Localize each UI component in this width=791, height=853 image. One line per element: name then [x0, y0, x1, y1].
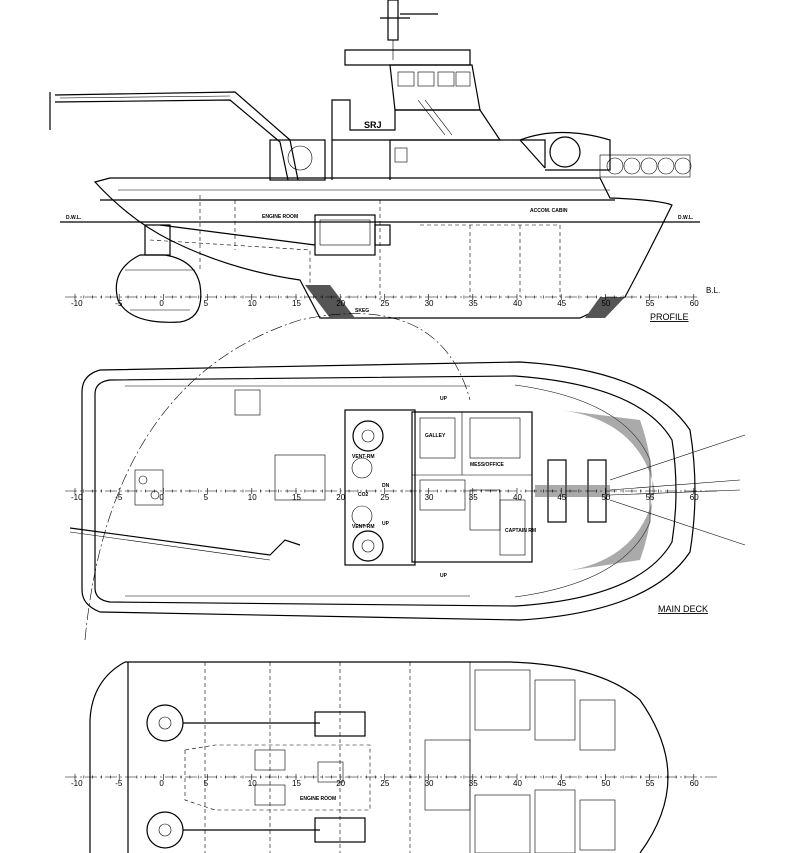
vent-room-stbd-label: VENT-RM — [352, 524, 375, 530]
profile-frame-label: 55 — [646, 299, 655, 308]
vent-room-port-label: VENT-RM — [352, 454, 375, 460]
lower-deck-frame-label: 20 — [336, 779, 345, 788]
engine-room-label: ENGINE ROOM — [262, 214, 298, 220]
accommodation-label: ACCOM. CABIN — [530, 208, 568, 214]
main-deck-frame-label: 5 — [204, 493, 209, 502]
lower-deck-frame-label: 15 — [292, 779, 301, 788]
main-deck-frame-label: 10 — [248, 493, 257, 502]
main-deck-frame-scale: -10 -5 0 5 10 15 20 25 30 35 40 45 50 55 60 — [71, 488, 699, 502]
lower-deck-frame-label: -5 — [115, 779, 123, 788]
azimuth-thruster — [115, 224, 202, 323]
galley-label: GALLEY — [425, 433, 446, 439]
lower-deck-frame-label: 35 — [469, 779, 478, 788]
lower-deck-frame-label: 30 — [425, 779, 434, 788]
main-deck-title: MAIN DECK — [658, 604, 708, 614]
main-engine-port — [314, 711, 366, 737]
profile-view: -10 -5 0 5 10 15 20 25 30 35 40 45 50 55 60 D.W.L. D.W… — [49, 0, 720, 323]
lower-deck-view: -10 -5 0 5 10 15 20 25 30 35 40 45 50 55 60 ENGINE ROO… — [65, 661, 720, 853]
profile-frame-label: 40 — [513, 299, 522, 308]
lower-deck-frame-label: 0 — [159, 779, 164, 788]
profile-hull — [93, 177, 673, 319]
mess-room-label: MESS/OFFICE — [470, 462, 505, 468]
lower-engine-room-label: ENGINE ROOM — [300, 796, 336, 802]
profile-frame-label: -10 — [71, 299, 83, 308]
profile-frame-label: 30 — [425, 299, 434, 308]
lower-deck-frame-label: 60 — [690, 779, 699, 788]
main-deck-frame-label: 35 — [469, 493, 478, 502]
lower-deck-frame-label: 10 — [248, 779, 257, 788]
profile-frame-label: 0 — [159, 299, 164, 308]
skeg-label: SKEG — [355, 308, 369, 314]
deckhouse — [411, 411, 533, 563]
captain-room-label: CAPTAIN RM — [505, 528, 536, 534]
profile-frame-label: 45 — [557, 299, 566, 308]
main-engine-stbd — [314, 817, 366, 843]
main-deck-hull-outline — [81, 361, 696, 621]
superstructure — [331, 49, 546, 180]
stair-up-port-label: UP — [440, 396, 448, 402]
main-deck-frame-label: 30 — [425, 493, 434, 502]
dwl-label-fwd: D.W.L. — [678, 215, 694, 221]
lower-deck-frame-label: 45 — [557, 779, 566, 788]
co2-room-label: CO2 — [358, 492, 369, 498]
stair-up-label: UP — [382, 521, 390, 527]
stair-up-stbd-label: UP — [440, 573, 448, 579]
lower-deck-frame-label: 5 — [204, 779, 209, 788]
profile-frame-label: 10 — [248, 299, 257, 308]
profile-frame-label: 35 — [469, 299, 478, 308]
main-engine-profile — [159, 214, 391, 256]
main-deck-frame-label: 25 — [380, 493, 389, 502]
main-deck-frame-label: 20 — [336, 493, 345, 502]
lower-deck-frame-scale: -10 -5 0 5 10 15 20 25 30 35 40 45 50 55 60 — [71, 774, 699, 788]
lower-deck-frame-label: 50 — [601, 779, 610, 788]
main-deck-frame-label: 40 — [513, 493, 522, 502]
engine-casing — [344, 409, 416, 566]
main-deck-frame-label: 15 — [292, 493, 301, 502]
main-deck-frame-label: 60 — [690, 493, 699, 502]
deck-crane — [49, 91, 326, 181]
stair-down-label: DN — [382, 483, 390, 489]
main-deck-frame-label: 45 — [557, 493, 566, 502]
profile-frame-label: 25 — [380, 299, 389, 308]
crane-swing-radius — [84, 313, 471, 641]
dwl-label-aft: D.W.L. — [66, 215, 82, 221]
main-deck-view: -10 -5 0 5 10 15 20 25 30 35 40 45 50 55 60 GALLEY VEN… — [65, 361, 746, 621]
profile-frame-label: 60 — [690, 299, 699, 308]
main-deck-frame-label: 55 — [646, 493, 655, 502]
profile-title: PROFILE — [650, 312, 689, 322]
bl-label: B.L. — [706, 286, 720, 295]
main-deck-frame-label: 50 — [601, 493, 610, 502]
lower-deck-frame-label: -10 — [71, 779, 83, 788]
lower-deck-frame-label: 55 — [646, 779, 655, 788]
profile-frame-label: 15 — [292, 299, 301, 308]
main-deck-frame-label: -10 — [71, 493, 83, 502]
lower-deck-frame-label: 25 — [380, 779, 389, 788]
lower-deck-hull-outline — [89, 661, 669, 853]
main-deck-frame-label: -5 — [115, 493, 123, 502]
mast — [380, 0, 438, 60]
profile-frame-label: -5 — [115, 299, 123, 308]
profile-frame-label: 50 — [601, 299, 610, 308]
profile-frame-scale: -10 -5 0 5 10 15 20 25 30 35 40 45 50 55 60 — [71, 294, 699, 308]
bow-fenders — [519, 131, 692, 178]
lower-deck-frame-label: 40 — [513, 779, 522, 788]
profile-frame-label: 5 — [204, 299, 209, 308]
wheelhouse-mark: SRJ — [364, 120, 382, 130]
profile-frame-label: 20 — [336, 299, 345, 308]
main-deck-frame-label: 0 — [159, 493, 164, 502]
